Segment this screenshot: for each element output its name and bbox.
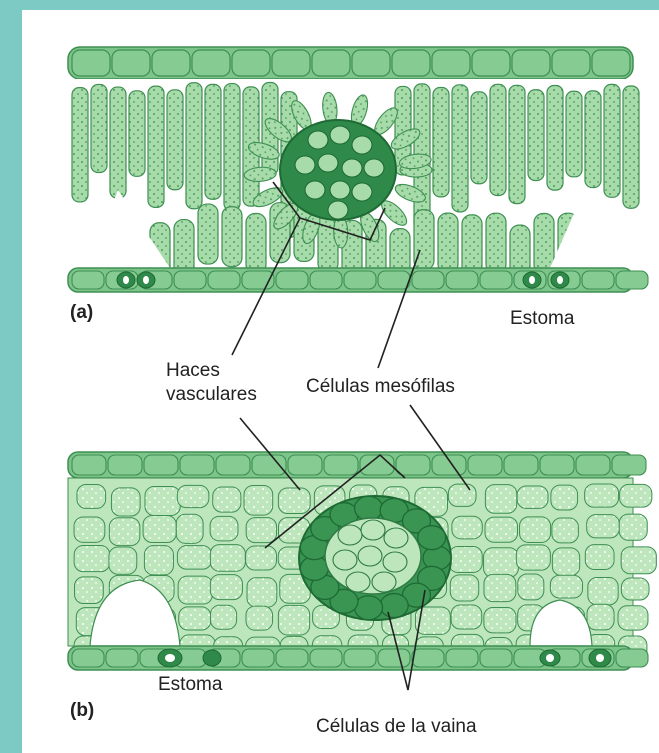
- estoma-label-b: Estoma: [158, 674, 223, 695]
- haces-label-line1: Haces: [166, 360, 220, 381]
- panel-b-label: (b): [70, 700, 94, 721]
- celulas-vaina-label: Células de la vaina: [316, 716, 477, 737]
- bundle-sheath-b: [299, 496, 451, 620]
- leaf-section-b: [68, 452, 656, 670]
- estoma-label-a: Estoma: [510, 308, 575, 329]
- haces-label-line2: vasculares: [166, 384, 257, 405]
- panel-a-label: (a): [70, 302, 93, 323]
- celulas-mesofilas-label: Células mesófilas: [306, 376, 455, 397]
- vascular-bundle-a: [280, 120, 396, 220]
- leaf-section-a: [68, 47, 648, 292]
